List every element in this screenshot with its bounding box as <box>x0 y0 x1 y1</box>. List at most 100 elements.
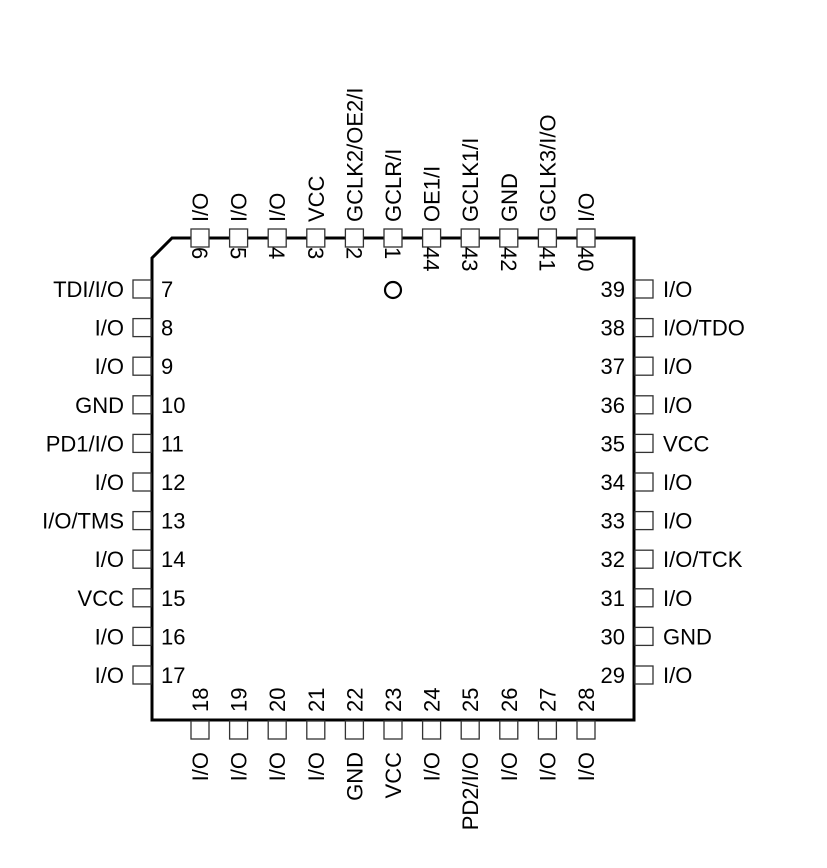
pin-number-22: 22 <box>342 688 367 712</box>
pin-pad-10 <box>132 395 152 415</box>
pin-number-8: 8 <box>161 316 173 341</box>
pin-pad-16 <box>132 626 152 647</box>
pin-number-33: 33 <box>601 509 625 534</box>
pin-pad-31 <box>634 588 654 608</box>
pin-pad-11 <box>132 433 152 454</box>
pin-pad-37 <box>634 356 654 376</box>
pin-number-11: 11 <box>161 431 184 456</box>
pin-pad-14 <box>132 549 152 569</box>
pin-pad-44 <box>421 228 442 248</box>
pin-pad-34 <box>634 472 654 492</box>
pin-number-30: 30 <box>601 624 625 649</box>
pin-pad-18 <box>190 720 210 740</box>
pin-pad-42 <box>499 228 519 248</box>
pin-name-31: I/O <box>663 586 692 611</box>
pin-number-12: 12 <box>161 470 185 495</box>
pin-pad-36 <box>634 395 654 415</box>
pin-name-34: I/O <box>663 470 692 495</box>
pin-number-42: 42 <box>496 247 521 271</box>
pin-name-9: I/O <box>95 354 124 379</box>
pin-number-25: 25 <box>458 688 483 712</box>
pin-name-40: I/O <box>574 193 599 222</box>
pin-number-38: 38 <box>601 316 625 341</box>
pin-pad-7 <box>132 279 152 299</box>
pin-name-2: GCLK2/OE2/I <box>342 87 367 222</box>
pin-number-28: 28 <box>574 688 599 712</box>
pin-pad-23 <box>383 720 403 740</box>
pin-pad-35 <box>634 433 654 454</box>
pin-name-1: GCLR/I <box>381 149 406 222</box>
pin-name-3: VCC <box>304 175 329 222</box>
pin-name-26: I/O <box>497 752 522 781</box>
pin-number-35: 35 <box>601 431 625 456</box>
pin-number-1: 1 <box>380 247 405 259</box>
pin-number-37: 37 <box>601 354 625 379</box>
pin-name-44: OE1/I <box>420 166 445 222</box>
pin-pad-3 <box>306 228 326 248</box>
pin1-indicator-icon <box>383 280 403 300</box>
pin-number-31: 31 <box>601 586 625 611</box>
pin-name-15: VCC <box>78 586 125 611</box>
pin-name-28: I/O <box>574 752 599 781</box>
pin-pad-30 <box>634 626 654 647</box>
pin-name-36: I/O <box>663 393 692 418</box>
pin-name-8: I/O <box>95 316 124 341</box>
pin-pad-19 <box>228 720 249 740</box>
pin-name-7: TDI/I/O <box>53 277 124 302</box>
pin-pad-39 <box>634 279 654 299</box>
pin-number-24: 24 <box>420 688 445 712</box>
pin-number-27: 27 <box>535 688 560 712</box>
pin-name-43: GCLK1/I <box>458 138 483 222</box>
pin-number-41: 41 <box>534 247 559 271</box>
pin-number-16: 16 <box>161 624 185 649</box>
pin-name-14: I/O <box>95 547 124 572</box>
pin-number-23: 23 <box>381 688 406 712</box>
pin-name-37: I/O <box>663 354 692 379</box>
pin-name-17: I/O <box>95 663 124 688</box>
pin-pad-38 <box>634 317 654 338</box>
pin-number-5: 5 <box>226 247 251 259</box>
pins-layer: I/O6I/O5I/O4VCC3GCLK2/OE2/I2GCLR/I1OE1/I… <box>42 87 745 830</box>
pin-pad-28 <box>576 720 596 740</box>
pin-number-21: 21 <box>304 688 329 712</box>
pin-name-21: I/O <box>304 752 329 781</box>
pin-number-29: 29 <box>601 663 625 688</box>
pin-name-25: PD2/I/O <box>458 752 483 830</box>
pin-pad-25 <box>460 720 480 740</box>
pin-number-39: 39 <box>601 277 625 302</box>
pin-pad-15 <box>132 588 152 608</box>
pin-number-18: 18 <box>188 688 213 712</box>
pin-pad-27 <box>537 720 558 740</box>
pin-name-20: I/O <box>265 752 290 781</box>
package-body <box>150 236 636 722</box>
pin-number-4: 4 <box>264 247 289 259</box>
pin-number-40: 40 <box>573 247 598 271</box>
pin-name-11: PD1/I/O <box>46 431 124 456</box>
pin-pad-20 <box>267 720 287 740</box>
pin-name-19: I/O <box>227 752 252 781</box>
pin-number-19: 19 <box>227 688 252 712</box>
pin-pad-5 <box>228 228 249 248</box>
pin-pad-43 <box>460 228 480 248</box>
pin-number-9: 9 <box>161 354 173 379</box>
pin-name-4: I/O <box>265 193 290 222</box>
pin-name-35: VCC <box>663 431 710 456</box>
pin-number-20: 20 <box>265 688 290 712</box>
pin-name-5: I/O <box>227 193 252 222</box>
pin-number-44: 44 <box>419 247 444 271</box>
pin-number-10: 10 <box>161 393 185 418</box>
pin-number-36: 36 <box>601 393 625 418</box>
pin-pad-17 <box>132 665 152 685</box>
pin-name-24: I/O <box>420 752 445 781</box>
pin-name-39: I/O <box>663 277 692 302</box>
pin-name-13: I/O/TMS <box>42 509 124 534</box>
pin-name-38: I/O/TDO <box>663 316 745 341</box>
pin-name-33: I/O <box>663 509 692 534</box>
pin-pad-1 <box>383 228 403 248</box>
pin-pad-8 <box>132 317 152 338</box>
pin-name-16: I/O <box>95 624 124 649</box>
pin-pad-4 <box>267 228 287 248</box>
pin-pad-29 <box>634 665 654 685</box>
pin-name-27: I/O <box>535 752 560 781</box>
